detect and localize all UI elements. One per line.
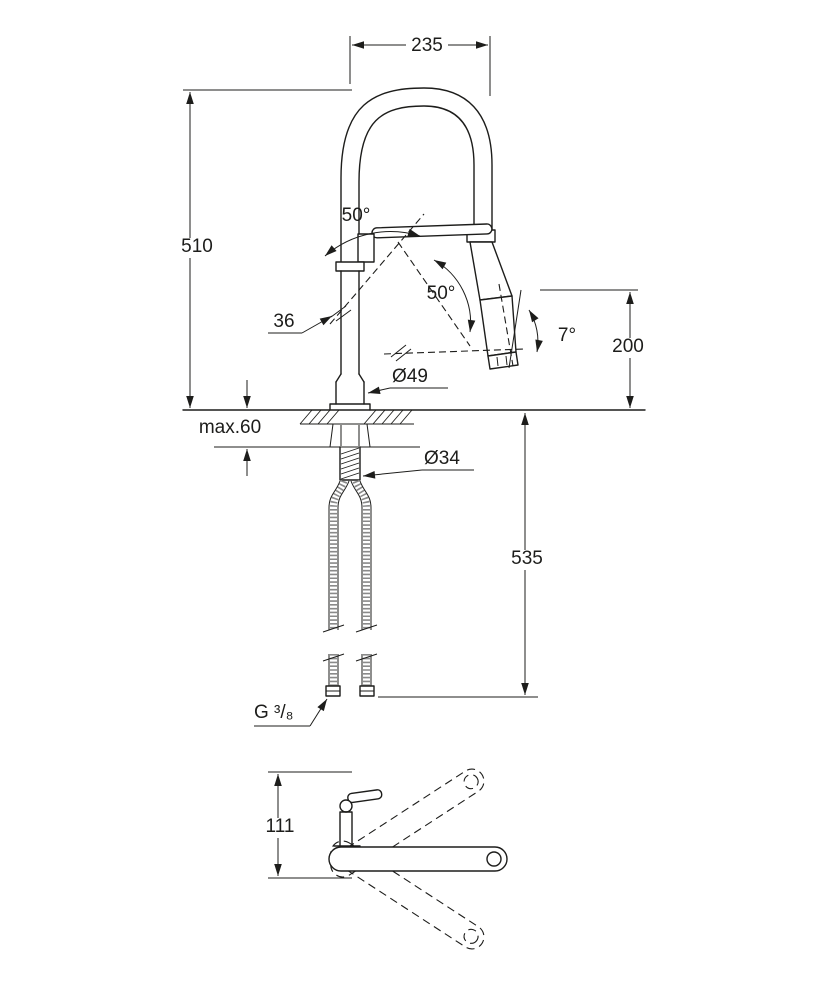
top-view-spout [328,846,508,872]
label-base-diameter: Ø49 [367,366,448,395]
outlet-height-label: 200 [612,336,644,357]
lever-angle-annotations: 50° 50° [324,205,525,362]
mounting-nut [329,423,371,448]
dimension-max-thickness: max.60 [199,380,261,476]
lever-angle-top-label: 50° [342,205,371,226]
base-diameter-label: Ø49 [392,366,428,387]
label-thread: G ³/₈ [254,698,328,727]
dimension-outlet-height: 200 [540,289,644,408]
reach-label: 235 [411,35,443,56]
gooseneck-spout [340,87,493,265]
max-thickness-label: max.60 [199,417,261,438]
label-hole-diameter: Ø34 [362,448,474,479]
top-view: 111 [266,768,508,950]
top-view-body [328,789,508,872]
lever-dim-label: 36 [273,311,294,332]
height-label: 510 [181,236,213,257]
lever-angle-front-label: 50° [427,283,456,304]
hose-length-label: 535 [511,548,543,569]
dimension-swivel: 111 [266,771,352,879]
dimension-hose-length: 535 [378,413,543,698]
swivel-dim-label: 111 [266,816,295,837]
top-view-swivel-up [330,768,485,878]
dimension-height: 510 [181,89,352,408]
supply-hoses [322,479,378,697]
faucet-body [329,261,371,411]
label-lever-dim: 36 [268,311,333,334]
mounting-shank [339,446,361,481]
spray-angle-label: 7° [558,325,576,346]
countertop [182,409,646,448]
spray-angle-annotation: 7° [498,283,576,369]
hole-diameter-label: Ø34 [424,448,460,469]
thread-label: G ³/₈ [254,702,294,723]
dimension-reach: 235 [349,35,491,96]
top-view-swivel-down [330,840,485,950]
counter-hatching [299,409,413,425]
hose-break-marks [322,624,378,662]
